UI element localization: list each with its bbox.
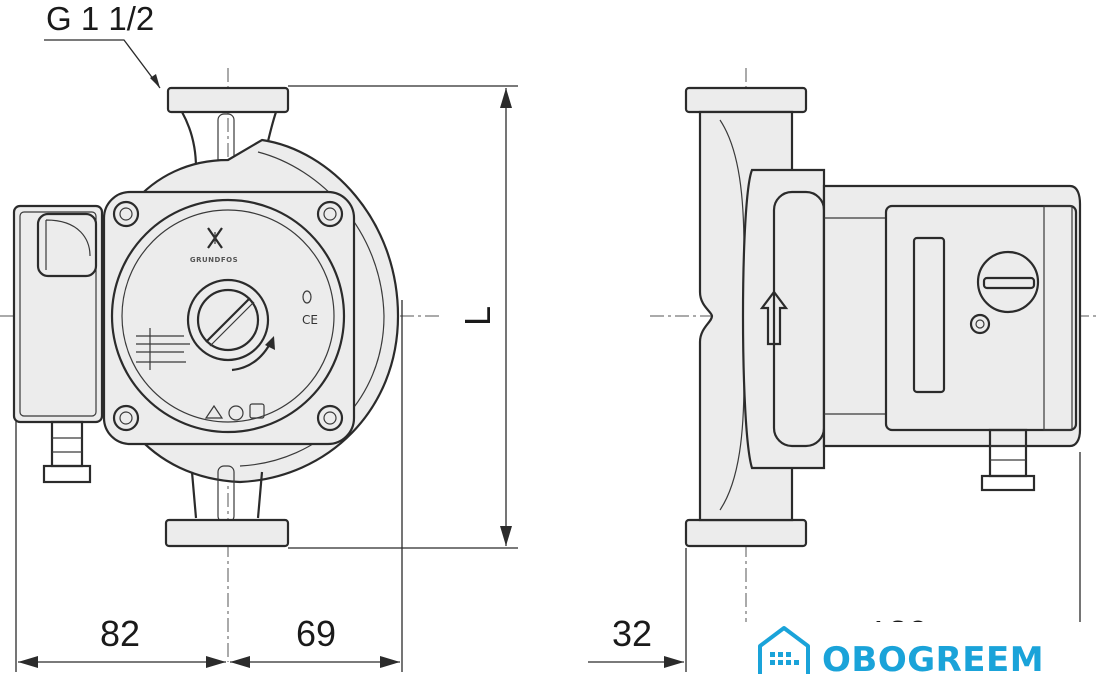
- top-flange: [166, 86, 290, 114]
- center-plug-inner: [196, 288, 260, 352]
- side-control-box-edge: [1043, 205, 1073, 431]
- length-label: L: [457, 306, 498, 326]
- side-control-box: [884, 204, 1078, 432]
- plug-slot: [205, 297, 251, 343]
- thread-callout: G 1 1/2: [44, 0, 161, 89]
- terminal-box: [12, 204, 104, 424]
- length-dimension: L: [288, 85, 518, 549]
- center-plug: [186, 278, 270, 362]
- pump-brand-mark: GRUNDFOS: [190, 256, 238, 264]
- bolt-top-left: [112, 200, 140, 228]
- bolt-top-right: [316, 200, 344, 228]
- side-bottom-flange: [684, 518, 808, 548]
- thread-label: G 1 1/2: [46, 0, 154, 37]
- side-pump-housing: [741, 168, 826, 470]
- flow-direction-arrow-icon: [759, 290, 789, 346]
- terminal-box-body: [12, 204, 104, 424]
- nameplate-lines: [136, 328, 190, 370]
- dim-side-offset: 32: [612, 613, 652, 654]
- motor-face: [110, 198, 346, 434]
- front-view: GRUNDFOS CE: [0, 68, 440, 662]
- side-cable-gland: [980, 428, 1036, 492]
- watermark-logo: OBOGREEM: [744, 622, 1100, 684]
- front-width-dimensions: 82 69: [15, 300, 403, 672]
- bottom-neck: [190, 471, 264, 519]
- side-view: [650, 68, 1100, 662]
- watermark-brand-text: OBOGREEM: [822, 640, 1044, 680]
- bottom-flange: [164, 518, 290, 548]
- side-display-window: [912, 236, 946, 394]
- ce-mark: CE: [302, 313, 318, 327]
- side-top-flange: [684, 86, 808, 114]
- dim-right-width: 69: [296, 613, 336, 654]
- speed-selector-knob-icon: [969, 250, 1040, 335]
- bolt-bottom-right: [316, 404, 344, 432]
- volute-inner-line: [239, 151, 385, 467]
- house-icon: [758, 626, 810, 674]
- cable-gland: [42, 420, 92, 484]
- watermark-backdrop: [744, 622, 1100, 684]
- motor-face-inner: [121, 209, 335, 423]
- approval-symbols-icon: [204, 403, 265, 421]
- indicator-mark: [302, 290, 312, 304]
- bolt-bottom-left: [112, 404, 140, 432]
- dim-left-width: 82: [100, 613, 140, 654]
- terminal-cover: [36, 212, 98, 278]
- grundfos-logo-icon: [207, 227, 223, 249]
